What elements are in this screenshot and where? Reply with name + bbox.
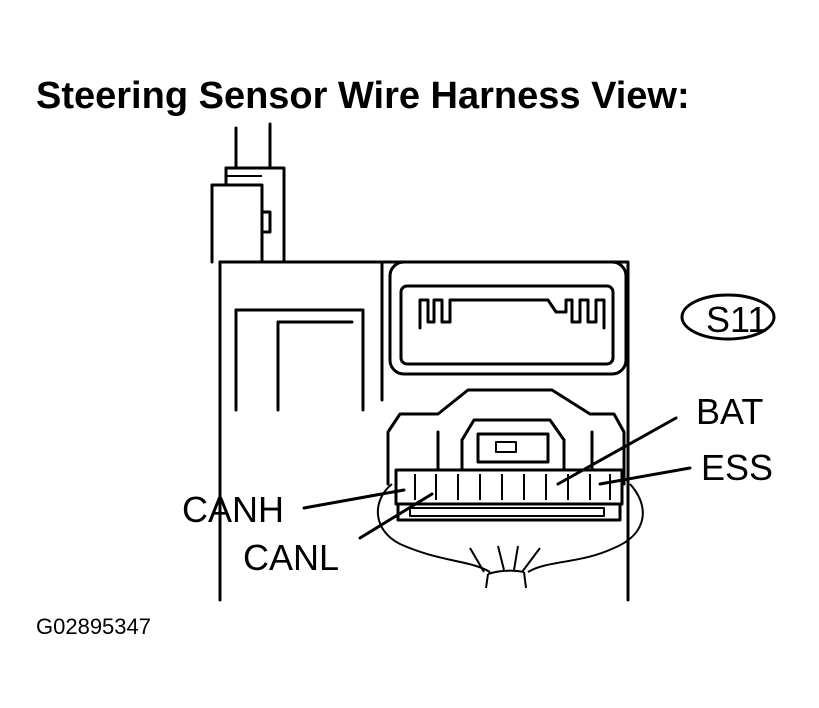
pin-label-canh: CANH [182,489,284,530]
pin-label-bat: BAT [696,391,763,432]
diagram-title: Steering Sensor Wire Harness View: [36,75,690,117]
pin-label-canl: CANL [243,537,339,578]
upper-socket [388,260,628,376]
connector-code-badge: S11 [680,293,776,341]
pin-label-ess: ESS [701,447,773,488]
connector-code: S11 [706,299,767,340]
wire-bundle [377,483,644,589]
sensor-body [218,260,630,602]
lower-connector [386,388,626,522]
figure-id: G02895347 [36,614,151,639]
upper-cable [210,122,286,264]
pin-leaders [302,416,692,540]
